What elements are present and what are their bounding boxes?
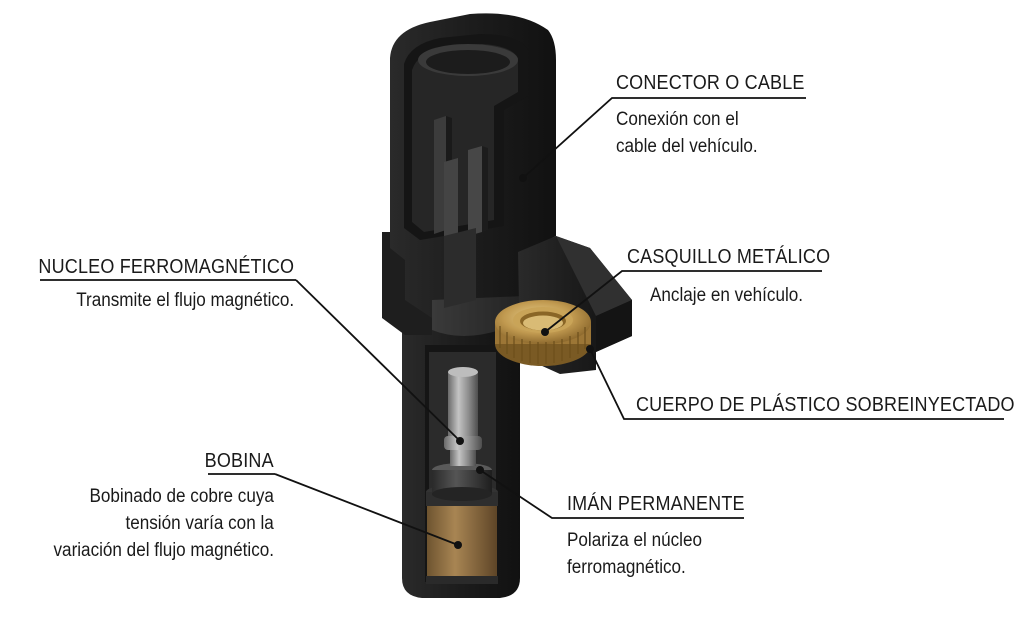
leader-magnet bbox=[479, 469, 744, 519]
bushing-title: CASQUILLO METÁLICO bbox=[627, 246, 831, 268]
coil-desc-line3: variación del flujo magnético. bbox=[53, 540, 274, 561]
magnet-title: IMÁN PERMANENTE bbox=[567, 493, 745, 515]
coil-desc-line2: tensión varía con la bbox=[125, 513, 274, 534]
leader-bushing bbox=[544, 270, 822, 333]
coil-desc-line1: Bobinado de cobre cuya bbox=[89, 486, 274, 507]
bushing-desc: Anclaje en vehículo. bbox=[650, 285, 804, 306]
permanent-magnet bbox=[432, 463, 492, 501]
connector-desc-line2: cable del vehículo. bbox=[616, 136, 758, 157]
leader-connector bbox=[522, 97, 806, 179]
connector-housing bbox=[382, 13, 556, 336]
connector-desc-line1: Conexión con el bbox=[616, 109, 739, 130]
leader-coil-diag bbox=[274, 473, 459, 546]
leader-body bbox=[589, 348, 1004, 420]
connector-title: CONECTOR O CABLE bbox=[616, 72, 805, 94]
ferromagnetic-core bbox=[444, 367, 482, 466]
magnet-desc-line2: ferromagnético. bbox=[567, 557, 686, 578]
leader-lines bbox=[40, 97, 1004, 546]
magnet-desc-line1: Polariza el núcleo bbox=[567, 530, 702, 551]
leader-dots bbox=[454, 174, 594, 549]
core-desc: Transmite el flujo magnético. bbox=[76, 290, 294, 311]
core-title: NUCLEO FERROMAGNÉTICO bbox=[38, 256, 294, 278]
body-title: CUERPO DE PLÁSTICO SOBREINYECTADO bbox=[636, 394, 1015, 416]
leader-core-diag bbox=[295, 279, 461, 442]
coil-title: BOBINA bbox=[204, 450, 274, 472]
